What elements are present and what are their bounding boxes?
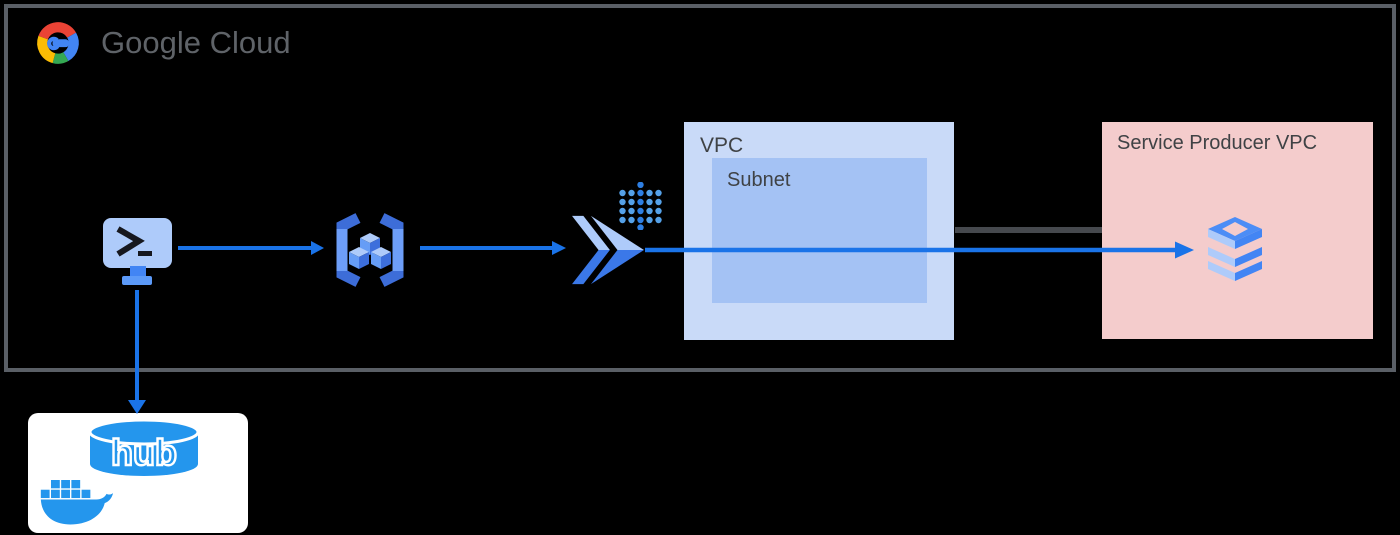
cloud-build-icon bbox=[336, 213, 404, 287]
google-cloud-icon bbox=[37, 22, 79, 64]
hub-cylinder-icon: hub bbox=[88, 416, 200, 480]
hub-label: hub bbox=[111, 432, 177, 473]
google-cloud-wordmark: Google Cloud bbox=[101, 25, 291, 60]
subnet-label: Subnet bbox=[727, 169, 791, 191]
monitor-stand-neck bbox=[130, 266, 146, 277]
dot-grid-icon bbox=[619, 182, 662, 230]
docker-whale-icon bbox=[40, 480, 114, 525]
double-chevron-arrow-icon bbox=[572, 215, 644, 285]
terminal-prompt-icon bbox=[116, 226, 152, 257]
service-producer-vpc-label: Service Producer VPC bbox=[1117, 132, 1318, 154]
gcp-boundary-frame bbox=[4, 4, 1396, 372]
vpc-label: VPC bbox=[700, 134, 744, 157]
stacked-disks-icon bbox=[1208, 217, 1262, 281]
google-cloud-logo: Google Cloud bbox=[30, 18, 291, 68]
subnet-box: Subnet bbox=[712, 158, 927, 303]
cloud-shell-icon bbox=[103, 218, 172, 268]
monitor-stand-base bbox=[122, 276, 152, 285]
arrowhead-shell-to-dockerhub bbox=[128, 400, 146, 414]
